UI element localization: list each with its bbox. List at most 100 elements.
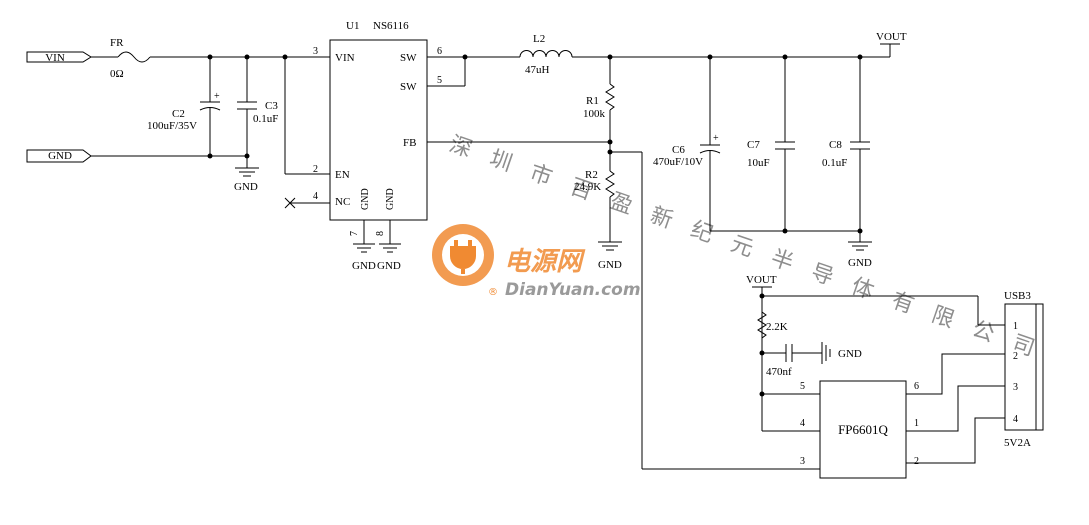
- watermark-char: 导: [808, 260, 837, 291]
- ground-symbol-icon: [598, 241, 622, 251]
- output-section: L2 47uH VOUT R1 100k R2 24.9K GND: [427, 31, 907, 470]
- u1-ref: U1: [346, 20, 359, 32]
- c7-ref: C7: [747, 139, 760, 151]
- r-pull-value: 2.2K: [766, 321, 788, 333]
- fp6601q-part: FP6601Q: [838, 422, 888, 437]
- fp6601q-body: [819, 380, 907, 479]
- gnd-port-label: GND: [48, 150, 72, 162]
- ground-symbol-icon: [848, 241, 872, 251]
- watermark-char: 有: [888, 288, 917, 319]
- ground-symbol-icon: [353, 243, 401, 253]
- registered-mark: ®: [488, 287, 498, 298]
- u1-pin-nc: NC: [335, 196, 350, 208]
- c6-polarity: +: [713, 133, 719, 144]
- inductor-l2-icon: [519, 50, 573, 58]
- usb-body: [1004, 303, 1044, 431]
- brand-cn: 电源网: [504, 247, 586, 277]
- gnd-label: GND: [352, 260, 376, 272]
- pin6-to-usb2: [906, 353, 1005, 395]
- cap-470-gnd: GND: [838, 348, 862, 360]
- ic2-pin-num: 5: [800, 381, 805, 392]
- junction-dot: [207, 153, 213, 159]
- brand-en: DianYuan.com: [505, 280, 641, 300]
- gnd-label: GND: [848, 257, 872, 269]
- ground-symbol-icon: [821, 342, 831, 364]
- c2-value: 100uF/35V: [147, 120, 197, 132]
- r1-value: 100k: [583, 108, 606, 120]
- watermark-char: 市: [526, 160, 555, 191]
- vin-port: [26, 51, 92, 63]
- c8-ref: C8: [829, 139, 842, 151]
- input-section: VIN FR 0Ω + C2 100uF/35V C3 0.1uF GND: [26, 37, 330, 193]
- ic2-pin-num: 6: [914, 381, 919, 392]
- l2-value: 47uH: [525, 64, 550, 76]
- gnd-label: GND: [598, 259, 622, 271]
- c6-ref: C6: [672, 144, 685, 156]
- no-connect-icon: [284, 197, 296, 209]
- u1-pin-num: 4: [313, 191, 318, 202]
- junction-dot: [244, 153, 250, 159]
- watermark-char: 纪: [687, 217, 716, 248]
- u1-pin-fb: FB: [403, 137, 416, 149]
- c3-ref: C3: [265, 100, 278, 112]
- fuse-value: 0Ω: [110, 68, 124, 80]
- c7-value: 10uF: [747, 157, 770, 169]
- c8-value: 0.1uF: [822, 157, 847, 169]
- u1-part: NS6116: [373, 20, 409, 32]
- ic2-pin-num: 2: [914, 456, 919, 467]
- u1-pin-gnd8: GND: [385, 188, 396, 210]
- junction-dot: [857, 228, 863, 234]
- ic2-pin-num: 4: [800, 418, 805, 429]
- usb-rating: 5V2A: [1004, 437, 1031, 449]
- r2-value: 24.9K: [574, 181, 601, 193]
- l2-ref: L2: [533, 33, 545, 45]
- fuse-ref: FR: [110, 37, 124, 49]
- watermark-char: 公: [969, 317, 998, 348]
- u1-pin-num: 7: [349, 231, 360, 236]
- fuse-symbol-icon: [117, 51, 151, 63]
- gnd-label: GND: [234, 181, 258, 193]
- ic2-pin-num: 1: [914, 418, 919, 429]
- c2-plate-curved: [199, 107, 221, 111]
- u1-pin-num: 2: [313, 164, 318, 175]
- c2-ref: C2: [172, 108, 185, 120]
- resistor-r2-icon: [605, 170, 615, 198]
- usb-pin-num: 2: [1013, 351, 1018, 362]
- u1-pin-num: 3: [313, 46, 318, 57]
- watermark-char: 深: [446, 132, 475, 163]
- u1-body: [329, 39, 428, 221]
- cap-470-value: 470nf: [766, 366, 792, 378]
- junction-dot: [782, 228, 788, 234]
- pin2-to-usb4: [906, 417, 1005, 464]
- watermark-char: 新: [647, 203, 676, 234]
- usb-ref: USB3: [1004, 290, 1031, 302]
- watermark-char: 元: [727, 231, 756, 262]
- usb-pin-num: 3: [1013, 382, 1018, 393]
- junction-dot: [462, 54, 468, 60]
- watermark-char: 体: [848, 274, 877, 305]
- u1-pin-sw2: SW: [400, 81, 417, 93]
- ic2-pin-num: 3: [800, 456, 805, 467]
- watermark-char: 盈: [607, 189, 636, 220]
- usb-section: VOUT 2.2K GND 470nf FP6601Q 5 4 3: [746, 274, 1044, 479]
- resistor-2k2-icon: [757, 311, 767, 339]
- vin-port-label: VIN: [45, 52, 65, 64]
- r2-ref: R2: [585, 169, 598, 181]
- c6-value: 470uF/10V: [653, 156, 703, 168]
- ground-symbol-icon: [235, 167, 259, 177]
- usb-pin-num: 1: [1013, 321, 1018, 332]
- u1-pin-en: EN: [335, 169, 350, 181]
- plug-icon: [450, 240, 476, 274]
- c3-value: 0.1uF: [253, 113, 278, 125]
- u1-pin-num: 8: [375, 231, 386, 236]
- u1-pin-sw1: SW: [400, 52, 417, 64]
- c2-polarity: +: [214, 91, 220, 102]
- gnd-port: [26, 149, 92, 163]
- u1-pin-gnd7: GND: [360, 188, 371, 210]
- u1-pin-num: 5: [437, 75, 442, 86]
- u1-ic: U1 NS6116 VIN SW SW FB EN NC GND GND 3 6…: [284, 20, 442, 272]
- junction-dot: [607, 139, 613, 145]
- watermark-char: 限: [928, 302, 957, 333]
